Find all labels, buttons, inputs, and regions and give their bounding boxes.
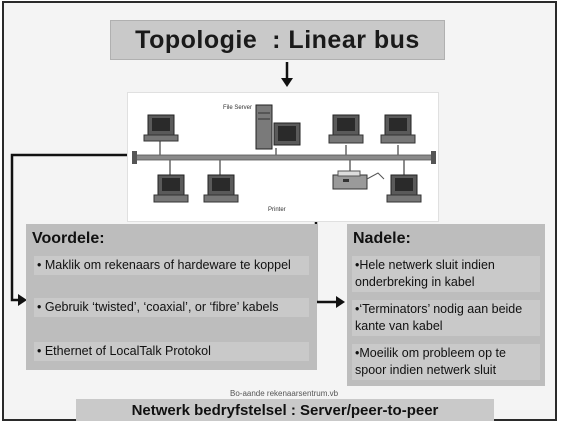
title-separator: :: [272, 25, 281, 54]
nadele-heading: Nadele:: [353, 230, 411, 247]
voordele-item: • Gebruik ‘twisted’, ‘coaxial’, or ‘fibr…: [34, 298, 309, 317]
computer-icon: [143, 114, 179, 142]
voordele-panel: Voordele: • Maklik om rekenaars of harde…: [26, 224, 317, 370]
computer-icon: [153, 174, 189, 203]
file-server-label: File Server: [223, 105, 252, 111]
bus-topology-diagram: File Server: [127, 92, 439, 222]
computer-icon: [386, 174, 422, 203]
nadele-panel: Nadele: •Hele netwerk sluit indien onder…: [347, 224, 545, 386]
voordele-heading: Voordele:: [32, 230, 105, 247]
bottom-banner: Netwerk bedryfstelsel : Server/peer-to-p…: [76, 399, 494, 421]
computer-icon: [328, 114, 364, 144]
computer-icon: [203, 174, 239, 203]
slide-title: Topologie : Linear bus: [110, 20, 445, 60]
nadele-item: •‘Terminators’ nodig aan beide kante van…: [352, 300, 540, 336]
title-left: Topologie: [135, 25, 258, 54]
voordele-item: • Maklik om rekenaars of hardeware te ko…: [34, 256, 309, 275]
bus-cable: [135, 154, 433, 161]
terminator-right: [431, 151, 436, 164]
nadele-item: •Moeilik om probleem op te spoor indien …: [352, 344, 540, 380]
bus-topology-svg: File Server: [132, 104, 436, 213]
drop-lines: [159, 141, 405, 175]
title-right: Linear bus: [288, 25, 420, 54]
computer-icon: [380, 114, 416, 144]
nadele-item: •Hele netwerk sluit indien onderbreking …: [352, 256, 540, 292]
voordele-item: • Ethernet of LocalTalk Protokol: [34, 342, 309, 361]
printer-icon: [332, 170, 385, 190]
printer-label: Printer: [268, 207, 286, 213]
file-server-icon: [255, 104, 301, 150]
terminator-left: [132, 151, 137, 164]
footer-note: Bo-aande rekenaarsentrum.vb: [230, 389, 339, 398]
